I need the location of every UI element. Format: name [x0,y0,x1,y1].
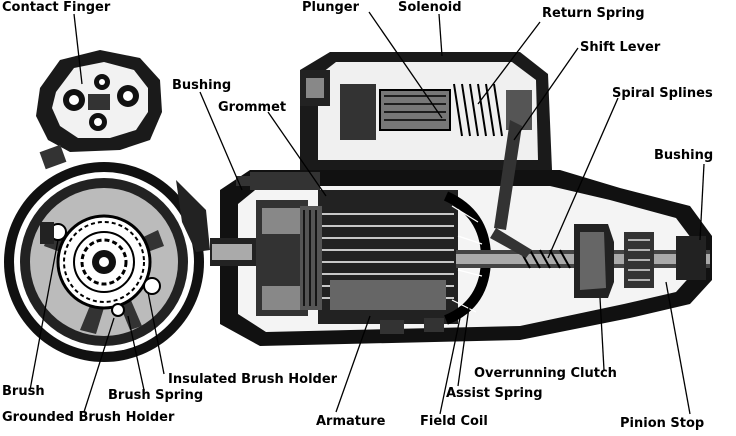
label-brush-spring: Brush Spring [108,388,204,403]
end-frame-view [4,50,210,362]
label-shift-lever: Shift Lever [580,40,661,55]
label-bushing-front: Bushing [654,148,714,163]
label-spiral-splines: Spiral Splines [612,86,713,101]
label-assist-spring: Assist Spring [446,386,543,401]
label-bushing-rear: Bushing [172,78,232,93]
label-pinion-stop: Pinion Stop [620,416,705,431]
label-plunger: Plunger [302,0,360,15]
label-solenoid: Solenoid [398,0,462,15]
label-field-coil: Field Coil [420,414,488,429]
leader-lines [29,11,705,415]
label-return-spring: Return Spring [542,6,645,21]
label-insulated-brush-holder: Insulated Brush Holder [168,372,338,387]
label-grounded-brush-holder: Grounded Brush Holder [2,410,175,425]
label-grommet: Grommet [218,100,287,115]
label-brush: Brush [2,384,45,399]
label-overrunning-clutch: Overrunning Clutch [474,366,617,381]
label-contact-finger: Contact Finger [2,0,111,15]
cutaway-view [210,52,712,346]
label-armature: Armature [316,414,386,429]
